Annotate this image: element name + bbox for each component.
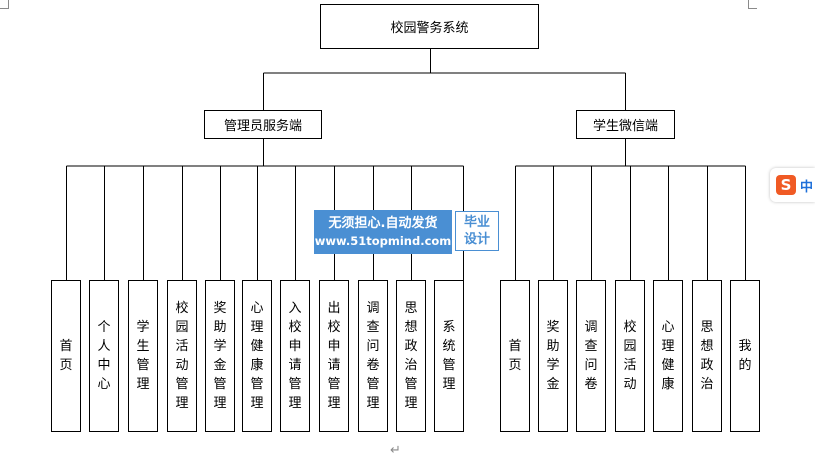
leaf-node-admin-ideology: 思想政治管理 bbox=[396, 280, 426, 432]
watermark-tag-line2: 设计 bbox=[463, 232, 490, 247]
ime-toolbar[interactable]: S 中 bbox=[770, 168, 815, 202]
leaf-node-label: 入校申请管理 bbox=[288, 301, 302, 411]
root-node: 校园警务系统 bbox=[320, 4, 539, 49]
watermark-slogan: 无须担心.自动发货 bbox=[328, 216, 438, 231]
leaf-node-label: 调查问卷 bbox=[584, 320, 598, 392]
leaf-node-admin-exit-request: 出校申请管理 bbox=[319, 280, 349, 432]
branch-node-label: 学生微信端 bbox=[592, 119, 658, 134]
watermark-main: 无须担心.自动发货 www.51topmind.com bbox=[314, 210, 452, 254]
watermark-banner: 无须担心.自动发货 www.51topmind.com 毕业 设计 bbox=[314, 210, 500, 254]
watermark-url: www.51topmind.com bbox=[314, 234, 452, 248]
leaf-node-admin-survey: 调查问卷管理 bbox=[358, 280, 388, 432]
page-corner-mark-right bbox=[748, 0, 757, 9]
leaf-node-label: 系统管理 bbox=[442, 320, 456, 392]
leaf-node-student-mine: 我的 bbox=[730, 280, 760, 432]
leaf-node-label: 奖助学金管理 bbox=[213, 301, 227, 411]
leaf-node-label: 奖助学金 bbox=[546, 320, 560, 392]
leaf-node-label: 调查问卷管理 bbox=[366, 301, 380, 411]
leaf-node-admin-activities: 校园活动管理 bbox=[167, 280, 197, 432]
leaf-node-label: 出校申请管理 bbox=[327, 301, 341, 411]
leaf-node-label: 心理健康管理 bbox=[250, 301, 264, 411]
watermark-tag: 毕业 设计 bbox=[455, 211, 499, 251]
leaf-node-student-mental-health: 心理健康 bbox=[653, 280, 683, 432]
leaf-node-student-scholarship: 奖助学金 bbox=[538, 280, 568, 432]
paragraph-mark-icon: ↵ bbox=[390, 443, 401, 458]
leaf-node-label: 首页 bbox=[508, 339, 522, 373]
leaf-node-label: 思想政治管理 bbox=[404, 301, 418, 411]
page-corner-mark-left bbox=[0, 0, 9, 9]
leaf-node-admin-scholarship: 奖助学金管理 bbox=[205, 280, 235, 432]
leaf-node-label: 首页 bbox=[59, 339, 73, 373]
branch-node-admin: 管理员服务端 bbox=[204, 110, 322, 139]
leaf-node-admin-profile: 个人中心 bbox=[89, 280, 119, 432]
leaf-node-student-activities: 校园活动 bbox=[615, 280, 645, 432]
leaf-node-label: 学生管理 bbox=[136, 320, 150, 392]
leaf-node-label: 校园活动 bbox=[623, 320, 637, 392]
leaf-node-admin-students: 学生管理 bbox=[128, 280, 158, 432]
leaf-node-admin-entry-request: 入校申请管理 bbox=[280, 280, 310, 432]
leaf-node-admin-system: 系统管理 bbox=[434, 280, 464, 432]
watermark-tag-line1: 毕业 bbox=[463, 215, 490, 230]
ime-mode-toggle[interactable]: 中 bbox=[800, 179, 814, 195]
leaf-node-admin-mental-health: 心理健康管理 bbox=[242, 280, 272, 432]
leaf-node-student-ideology: 思想政治 bbox=[692, 280, 722, 432]
leaf-node-label: 我的 bbox=[738, 339, 752, 373]
leaf-node-label: 校园活动管理 bbox=[175, 301, 189, 411]
leaf-node-student-survey: 调查问卷 bbox=[576, 280, 606, 432]
leaf-node-label: 心理健康 bbox=[661, 320, 675, 392]
branch-node-label: 管理员服务端 bbox=[223, 119, 302, 134]
leaf-node-student-home: 首页 bbox=[500, 280, 530, 432]
root-node-label: 校园警务系统 bbox=[390, 21, 469, 36]
leaf-node-admin-home: 首页 bbox=[51, 280, 81, 432]
leaf-node-label: 思想政治 bbox=[700, 320, 714, 392]
leaf-node-label: 个人中心 bbox=[97, 320, 111, 392]
sogou-logo-icon[interactable]: S bbox=[776, 175, 796, 195]
branch-node-wechat: 学生微信端 bbox=[576, 110, 675, 139]
